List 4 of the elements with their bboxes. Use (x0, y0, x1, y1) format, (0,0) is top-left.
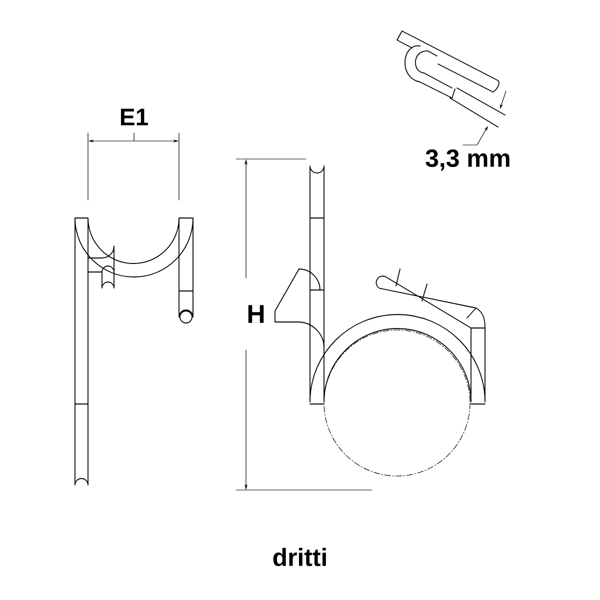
dimension-label: dritti (273, 548, 326, 566)
dimension-label: H (248, 305, 264, 323)
dimension-label: 3,3 mm (426, 149, 510, 171)
dimension-label: E1 (120, 108, 148, 126)
